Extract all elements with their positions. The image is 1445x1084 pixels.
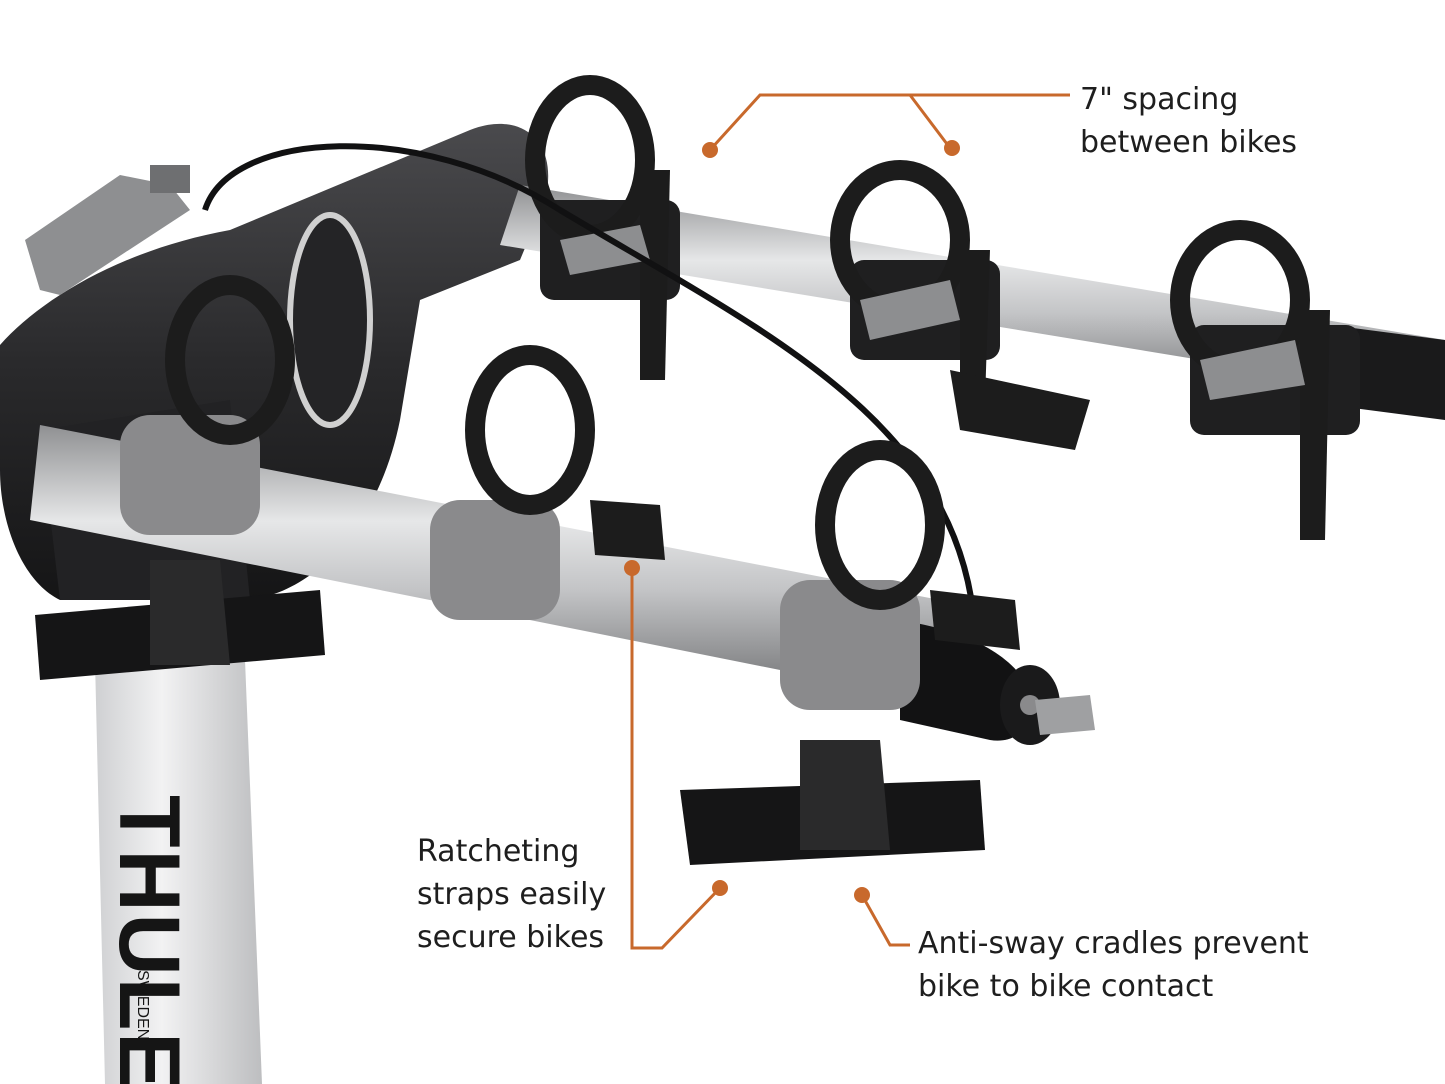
callout-straps-leader [630, 568, 722, 950]
callout-spacing-leader [708, 93, 1070, 152]
front-cradle-1 [35, 275, 325, 680]
callout-cradles-text: Anti-sway cradles prevent bike to bike c… [918, 926, 1309, 1004]
front-cradle-2 [430, 345, 665, 620]
rear-cradle-3 [1170, 220, 1360, 540]
release-lever [25, 165, 190, 295]
thule-logo: THULE [101, 795, 197, 1084]
callout-spacing-dot-1 [702, 142, 718, 158]
rear-cradle-2 [830, 160, 1090, 450]
callout-straps-dot-2 [712, 880, 728, 896]
callout-straps-text: Ratcheting straps easily secure bikes [417, 834, 607, 955]
callout-cradles-dot [854, 887, 870, 903]
callout-spacing-text: 7" spacing between bikes [1080, 82, 1298, 160]
rear-cradle-1 [525, 75, 680, 380]
callout-cradles-leader [860, 894, 910, 947]
callout-spacing-dot-2 [944, 140, 960, 156]
callout-straps-dot-1 [624, 560, 640, 576]
mast: THULE SWEDEN [95, 660, 262, 1084]
sweden-logo: SWEDEN [134, 970, 151, 1040]
front-cradle-3 [680, 440, 1020, 865]
